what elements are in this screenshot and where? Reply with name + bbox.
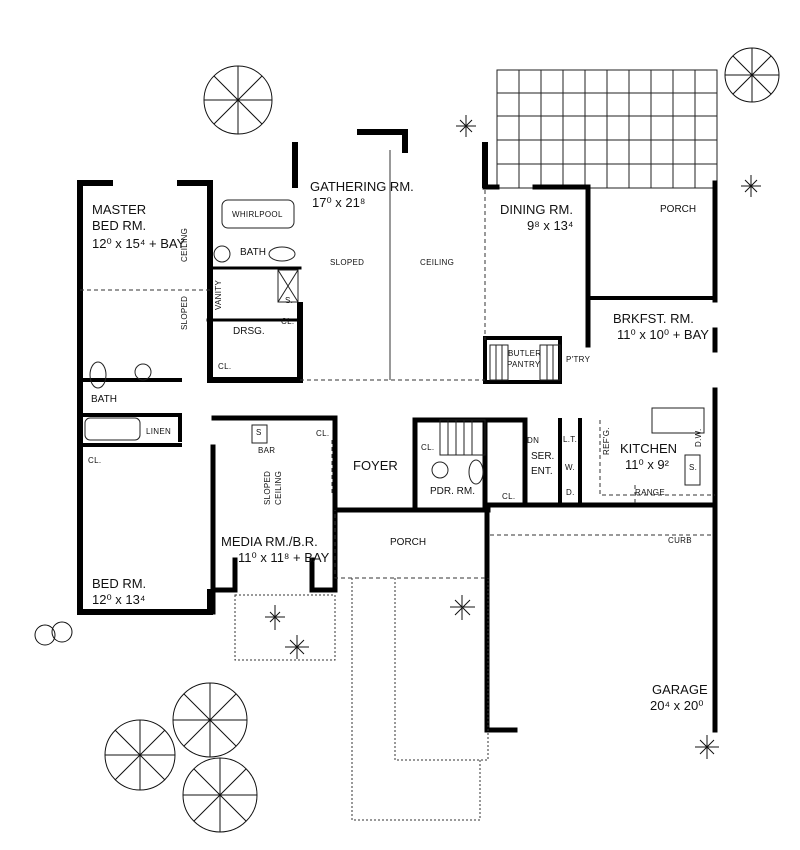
planting-beds bbox=[234, 578, 489, 821]
butler-label: BUTLER bbox=[508, 349, 542, 358]
kitchen-label: KITCHEN bbox=[620, 441, 678, 456]
trees bbox=[34, 47, 780, 833]
ceiling-note-master: CEILING bbox=[180, 227, 189, 262]
toilet-hall bbox=[89, 361, 107, 389]
pantry-label: PANTRY bbox=[507, 360, 541, 369]
vanity-label: VANITY bbox=[214, 279, 223, 310]
master-bath-label: BATH bbox=[240, 247, 266, 258]
pdr-label: PDR. RM. bbox=[430, 486, 475, 497]
ceiling-note-media: CEILING bbox=[274, 470, 283, 505]
sink bbox=[213, 245, 231, 263]
media-size: 11⁰ x 11⁸ + BAY bbox=[238, 550, 330, 565]
whirlpool-tub bbox=[221, 199, 295, 229]
shrubs bbox=[265, 115, 761, 759]
deck-grid bbox=[496, 69, 718, 189]
d-label: D. bbox=[566, 488, 575, 497]
closet-label-media: CL. bbox=[316, 429, 330, 438]
w-label: W. bbox=[565, 463, 575, 472]
garage-size: 20⁴ x 20⁰ bbox=[650, 698, 704, 713]
lt-label: L.T. bbox=[563, 435, 578, 444]
rear-porch-label: PORCH bbox=[660, 204, 697, 215]
sloped-note-master: SLOPED bbox=[180, 295, 189, 330]
hall-bath-label: BATH bbox=[91, 394, 117, 405]
sloped-note-gathering: SLOPED bbox=[330, 258, 365, 267]
ser-ent-label-2: ENT. bbox=[531, 466, 553, 477]
drsg-label: DRSG. bbox=[233, 326, 265, 337]
ptry-label: P'TRY bbox=[566, 355, 591, 364]
bedroom-label: BED RM. bbox=[92, 576, 147, 591]
brkfst-label: BRKFST. RM. bbox=[613, 311, 694, 326]
refg-label: REF'G. bbox=[602, 427, 611, 455]
sink-pdr bbox=[431, 461, 449, 479]
dining-label: DINING RM. bbox=[500, 202, 573, 217]
brkfst-size: 11⁰ x 10⁰ + BAY bbox=[617, 327, 709, 342]
bar-sink bbox=[251, 424, 268, 444]
closet-label-2: CL. bbox=[218, 362, 232, 371]
kitchen-counter bbox=[651, 407, 705, 434]
curb-label: CURB bbox=[668, 536, 692, 545]
master-bed-label-2: BED RM. bbox=[92, 218, 147, 233]
garage-label: GARAGE bbox=[652, 682, 708, 697]
stairs bbox=[439, 344, 561, 456]
master-bed-label: MASTER bbox=[92, 202, 147, 217]
closet-label-bed: CL. bbox=[88, 456, 102, 465]
dining-size: 9⁸ x 13⁴ bbox=[527, 218, 574, 233]
tub-hall bbox=[84, 417, 141, 441]
range-label: RANGE bbox=[635, 488, 665, 497]
sink-hall bbox=[134, 363, 152, 381]
bar-sink-label: S bbox=[256, 428, 262, 437]
foyer-label: FOYER bbox=[353, 458, 398, 473]
kitchen-size: 11⁰ x 9² bbox=[625, 457, 669, 472]
dw-label: D.W. bbox=[694, 428, 703, 447]
fixtures bbox=[84, 199, 705, 486]
sink-label: S. bbox=[689, 463, 698, 472]
ser-ent-label: SER. bbox=[531, 451, 555, 462]
ceiling-note-gathering: CEILING bbox=[420, 258, 455, 267]
dn-label: DN bbox=[527, 436, 540, 445]
walls bbox=[77, 129, 718, 733]
gathering-size: 17⁰ x 21⁸ bbox=[312, 195, 366, 210]
media-label: MEDIA RM./B.R. bbox=[221, 534, 318, 549]
toilet bbox=[268, 246, 296, 262]
bar-label: BAR bbox=[258, 446, 276, 455]
closet-label-ser: CL. bbox=[502, 492, 516, 501]
shower bbox=[277, 269, 299, 303]
linen-label: LINEN bbox=[146, 427, 172, 436]
kitchen-sink bbox=[684, 454, 701, 486]
sloped-note-media: SLOPED bbox=[263, 470, 272, 505]
shower-label: S. bbox=[285, 296, 294, 305]
master-bed-size: 12⁰ x 15⁴ + BAY bbox=[92, 236, 186, 251]
whirlpool-label: WHIRLPOOL bbox=[232, 210, 283, 219]
bedroom-size: 12⁰ x 13⁴ bbox=[92, 592, 146, 607]
closet-label-1: CL. bbox=[281, 317, 295, 326]
front-porch-label: PORCH bbox=[390, 537, 427, 548]
dashed-lines bbox=[80, 190, 715, 579]
gathering-label: GATHERING RM. bbox=[310, 179, 414, 194]
closet-label-pdr: CL. bbox=[421, 443, 435, 452]
toilet-pdr bbox=[468, 459, 484, 485]
